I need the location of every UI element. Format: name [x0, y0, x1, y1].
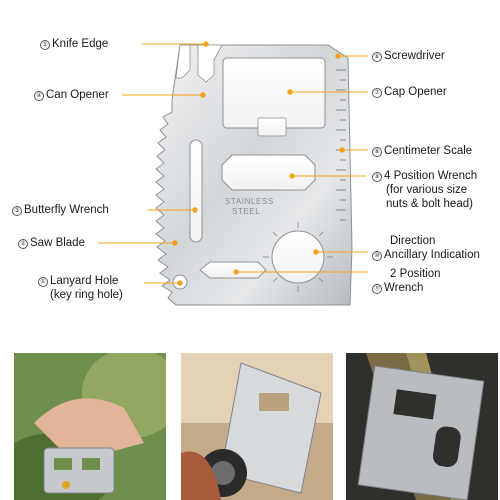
four-position-wrench-slot: [221, 154, 316, 191]
can-opener-notch: [197, 44, 223, 83]
direction-circle: [271, 230, 325, 284]
card-engraving-line2: STEEL: [232, 207, 260, 216]
two-position-wrench-slot: [199, 261, 267, 279]
leader-lines: [98, 41, 368, 286]
photo-opening-can: [14, 353, 166, 500]
centimeter-scale-ticks: [336, 69, 346, 221]
cap-opener-window: [222, 57, 326, 129]
photo-sawing-branch: [346, 353, 498, 500]
card-engraving-line1: STAINLESS: [225, 197, 274, 206]
butterfly-wrench-slot: [189, 139, 203, 243]
photo-with-bottle: [181, 353, 333, 500]
